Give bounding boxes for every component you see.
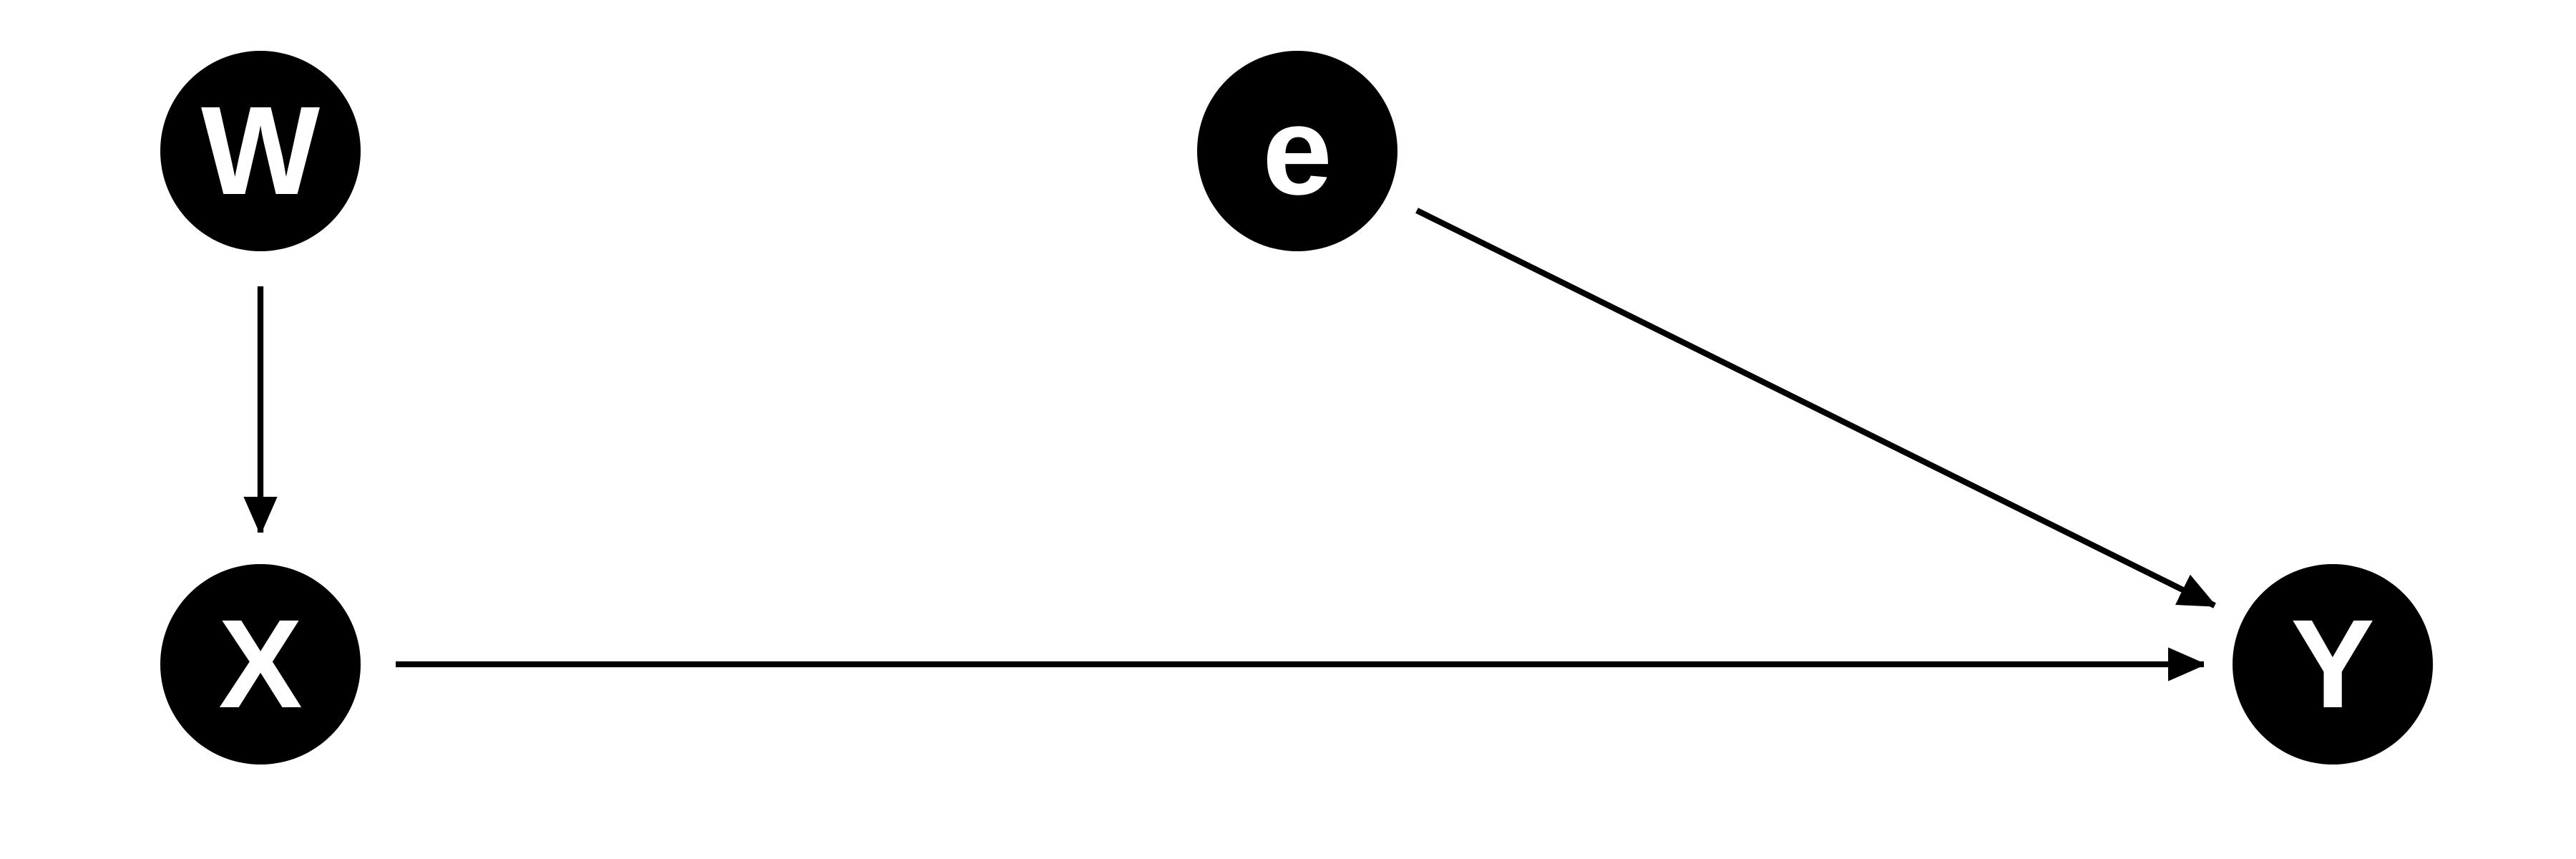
node-w-circle — [160, 51, 361, 251]
edge-e-to-y — [1415, 208, 2216, 608]
node-e-label: e — [1262, 81, 1332, 221]
node-x-label: X — [218, 594, 302, 734]
node-e-circle — [1197, 51, 1397, 251]
edges — [260, 208, 2216, 664]
node-x-circle — [160, 564, 361, 765]
node-y-circle — [2233, 564, 2433, 765]
node-w-label: W — [201, 81, 320, 221]
node-w: W — [160, 51, 361, 251]
node-y-label: Y — [2290, 594, 2374, 734]
node-e: e — [1197, 51, 1397, 251]
node-y: Y — [2233, 564, 2433, 765]
node-x: X — [160, 564, 361, 765]
